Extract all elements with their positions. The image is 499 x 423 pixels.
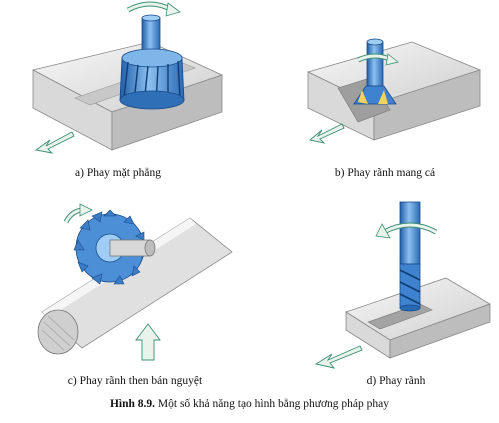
label-dovetail-slot: b) Phay rãnh mang cá: [334, 167, 436, 179]
dovetail-milling-illustration: [306, 38, 482, 144]
feed-arrow-icon: [34, 131, 75, 154]
dovetail-cutter: [353, 38, 397, 105]
end-mill-cutter: [399, 201, 421, 312]
label-slot-milling: d) Phay rãnh: [366, 375, 426, 387]
panel-slot-milling: d) Phay rãnh: [250, 200, 499, 390]
figure-caption: Hình 8.9. Một số khả năng tạo hình bằng …: [0, 398, 499, 410]
label-woodruff-slot: c) Phay rãnh then bán nguyệt: [67, 375, 203, 387]
feed-arrow-icon: [135, 323, 161, 361]
label-face-milling: a) Phay mặt phẳng: [75, 167, 161, 179]
woodruff-milling-illustration: [37, 203, 233, 361]
figure-caption-text: Một số khả năng tạo hình bằng phương phá…: [155, 398, 390, 410]
rotation-arrow-icon: [375, 222, 438, 239]
feed-arrow-icon: [309, 123, 345, 144]
rotation-arrow-icon: [126, 1, 181, 17]
face-mill-cutter: [119, 14, 185, 110]
panel-dovetail-slot: b) Phay rãnh mang cá: [250, 0, 499, 190]
rotation-arrow-icon: [356, 53, 399, 66]
slot-milling-illustration: [314, 201, 491, 369]
rotation-arrow-icon: [63, 203, 93, 224]
figure-number: Hình 8.9.: [109, 398, 156, 410]
panel-woodruff-slot: c) Phay rãnh then bán nguyệt: [0, 200, 250, 390]
workpiece-block: [306, 41, 482, 141]
woodruff-cutter: [73, 209, 156, 285]
face-milling-illustration: [31, 1, 224, 154]
panel-face-milling: a) Phay mặt phẳng: [0, 0, 250, 190]
feed-arrow-icon: [314, 345, 363, 369]
